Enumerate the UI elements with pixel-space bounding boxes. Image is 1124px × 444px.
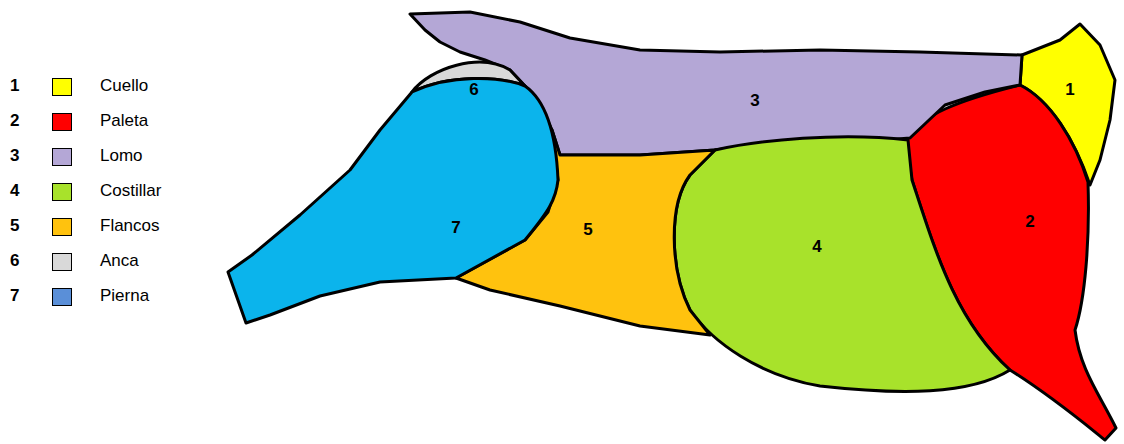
legend-label: Pierna [100, 287, 149, 306]
callout-number: 3 [750, 92, 759, 111]
legend-text-holder: Lomo [100, 147, 143, 166]
legend-entry: Cuello [50, 77, 210, 97]
legend-entry: Paleta [50, 112, 210, 132]
legend-text-holder: Pierna [100, 287, 149, 306]
legend-text-holder: Anca [100, 252, 139, 271]
legend-label: Paleta [100, 112, 148, 131]
legend-swatch [52, 218, 72, 236]
region-shape [674, 137, 1010, 392]
callout-number: 4 [10, 182, 19, 201]
region-outline [660, 125, 1016, 400]
legend-entry: Flancos [50, 217, 210, 237]
legend-label: Cuello [100, 77, 148, 96]
legend-row-number: 1 [10, 77, 19, 96]
legend-row-number: 3 [10, 147, 19, 166]
legend-row-number: 6 [10, 252, 19, 271]
callout-number: 2 [1025, 213, 1034, 232]
legend-row-number: 7 [10, 287, 19, 306]
region-outline [220, 70, 565, 330]
callout-number: 3 [10, 147, 19, 166]
callout-number: 7 [451, 219, 460, 238]
legend-text-holder: Flancos [100, 217, 160, 236]
callout-number: 7 [10, 287, 19, 306]
legend-row-number: 4 [10, 182, 19, 201]
legend-entry: Pierna [50, 287, 210, 307]
legend-swatch [52, 78, 72, 96]
callout-number: 2 [10, 112, 19, 131]
meat-cut-region: 4 [660, 125, 1016, 400]
legend-swatch [52, 253, 72, 271]
legend-swatch [52, 288, 72, 306]
legend-label: Anca [100, 252, 139, 271]
legend-swatch [52, 148, 72, 166]
legend-label: Costillar [100, 182, 161, 201]
callout-number: 5 [583, 221, 592, 240]
callout-number: 4 [812, 238, 821, 257]
legend-text-holder: Costillar [100, 182, 161, 201]
legend-swatch [52, 113, 72, 131]
legend-entry: Lomo [50, 147, 210, 167]
legend-label: Flancos [100, 217, 160, 236]
legend-swatch [52, 183, 72, 201]
callout-number: 1 [1065, 81, 1074, 100]
meat-cut-region: 7 [220, 70, 565, 330]
region-shape [228, 78, 558, 323]
legend-text-holder: Cuello [100, 77, 148, 96]
legend-row-number: 5 [10, 217, 19, 236]
callout-number: 6 [469, 81, 478, 100]
callout-number: 5 [10, 217, 19, 236]
legend-entry: Costillar [50, 182, 210, 202]
legend-text-holder: Paleta [100, 112, 148, 131]
legend-row-number: 2 [10, 112, 19, 131]
legend-entry: Anca [50, 252, 210, 272]
callout-number: 6 [10, 252, 19, 271]
legend-label: Lomo [100, 147, 143, 166]
callout-number: 1 [10, 77, 19, 96]
